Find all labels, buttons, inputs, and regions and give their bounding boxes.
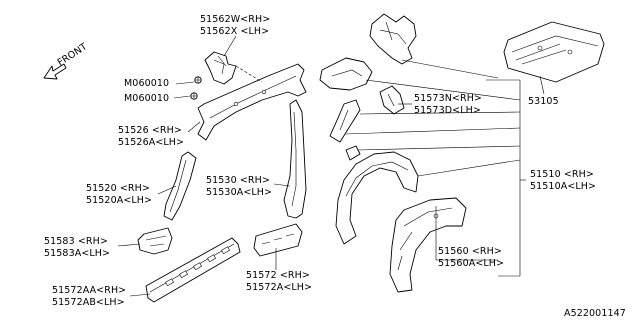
label-m060010-b: M060010 — [124, 93, 169, 104]
label-51530-rh: 51530 <RH> — [206, 175, 270, 186]
label-51583-rh: 51583 <RH> — [44, 236, 108, 247]
part-51572AA-sill-rail — [145, 237, 241, 303]
fastener-m060010-upper — [194, 76, 202, 84]
label-51572AA-rh: 51572AA<RH> — [52, 285, 126, 296]
label-51560-rh: 51560 <RH> — [438, 246, 502, 257]
label-51530-lh: 51530A<LH> — [206, 187, 272, 198]
front-arrow-icon — [43, 63, 67, 80]
part-51510-wheel-house — [335, 151, 419, 245]
part-mid-bracket — [319, 57, 373, 91]
part-51530-pillar — [283, 99, 307, 219]
diagram-code: A522001147 — [564, 308, 626, 319]
fastener-m060010-lower — [190, 92, 198, 100]
part-51573-bracket-b — [379, 85, 405, 115]
part-51560-inner-wheel-house — [389, 197, 467, 293]
part-51573-bracket-a — [329, 99, 361, 143]
label-51573-lh: 51573D<LH> — [414, 105, 481, 116]
front-label: FRONT — [56, 41, 90, 68]
label-51583-lh: 51583A<LH> — [44, 248, 110, 259]
label-53105: 53105 — [528, 96, 559, 107]
leader-lines — [117, 35, 545, 297]
guide-line-bracket — [235, 65, 263, 83]
sill-rail-holes — [165, 246, 231, 287]
part-51526-arch-member — [197, 63, 307, 141]
label-51526-lh: 51526A<LH> — [118, 137, 184, 148]
label-51573-rh: 51573N<RH> — [414, 93, 482, 104]
part-clip — [345, 145, 361, 161]
label-51520-rh: 51520 <RH> — [86, 183, 150, 194]
label-51572-rh: 51572 <RH> — [246, 270, 310, 281]
label-51520-lh: 51520A<LH> — [86, 195, 152, 206]
part-51572-panel — [253, 223, 303, 257]
label-m060010-a: M060010 — [124, 78, 169, 89]
part-51562-bracket — [204, 51, 237, 85]
label-51526-rh: 51526 <RH> — [118, 125, 182, 136]
part-upper-bracket-cluster — [369, 13, 417, 65]
part-53105-shelf-panel — [503, 21, 605, 83]
label-51562-lh: 51562X <LH> — [200, 26, 269, 37]
front-arrow-indicator: FRONT — [43, 41, 90, 80]
part-51583-bracket — [137, 227, 173, 255]
label-51572AB-lh: 51572AB<LH> — [52, 297, 125, 308]
part-51520-pillar-brace — [163, 151, 197, 221]
label-51560-lh: 51560A<LH> — [438, 258, 504, 269]
label-51572-lh: 51572A<LH> — [246, 282, 312, 293]
label-51510-rh: 51510 <RH> — [530, 169, 594, 180]
label-51510-lh: 51510A<LH> — [530, 181, 596, 192]
label-51562-rh: 51562W<RH> — [200, 14, 270, 25]
